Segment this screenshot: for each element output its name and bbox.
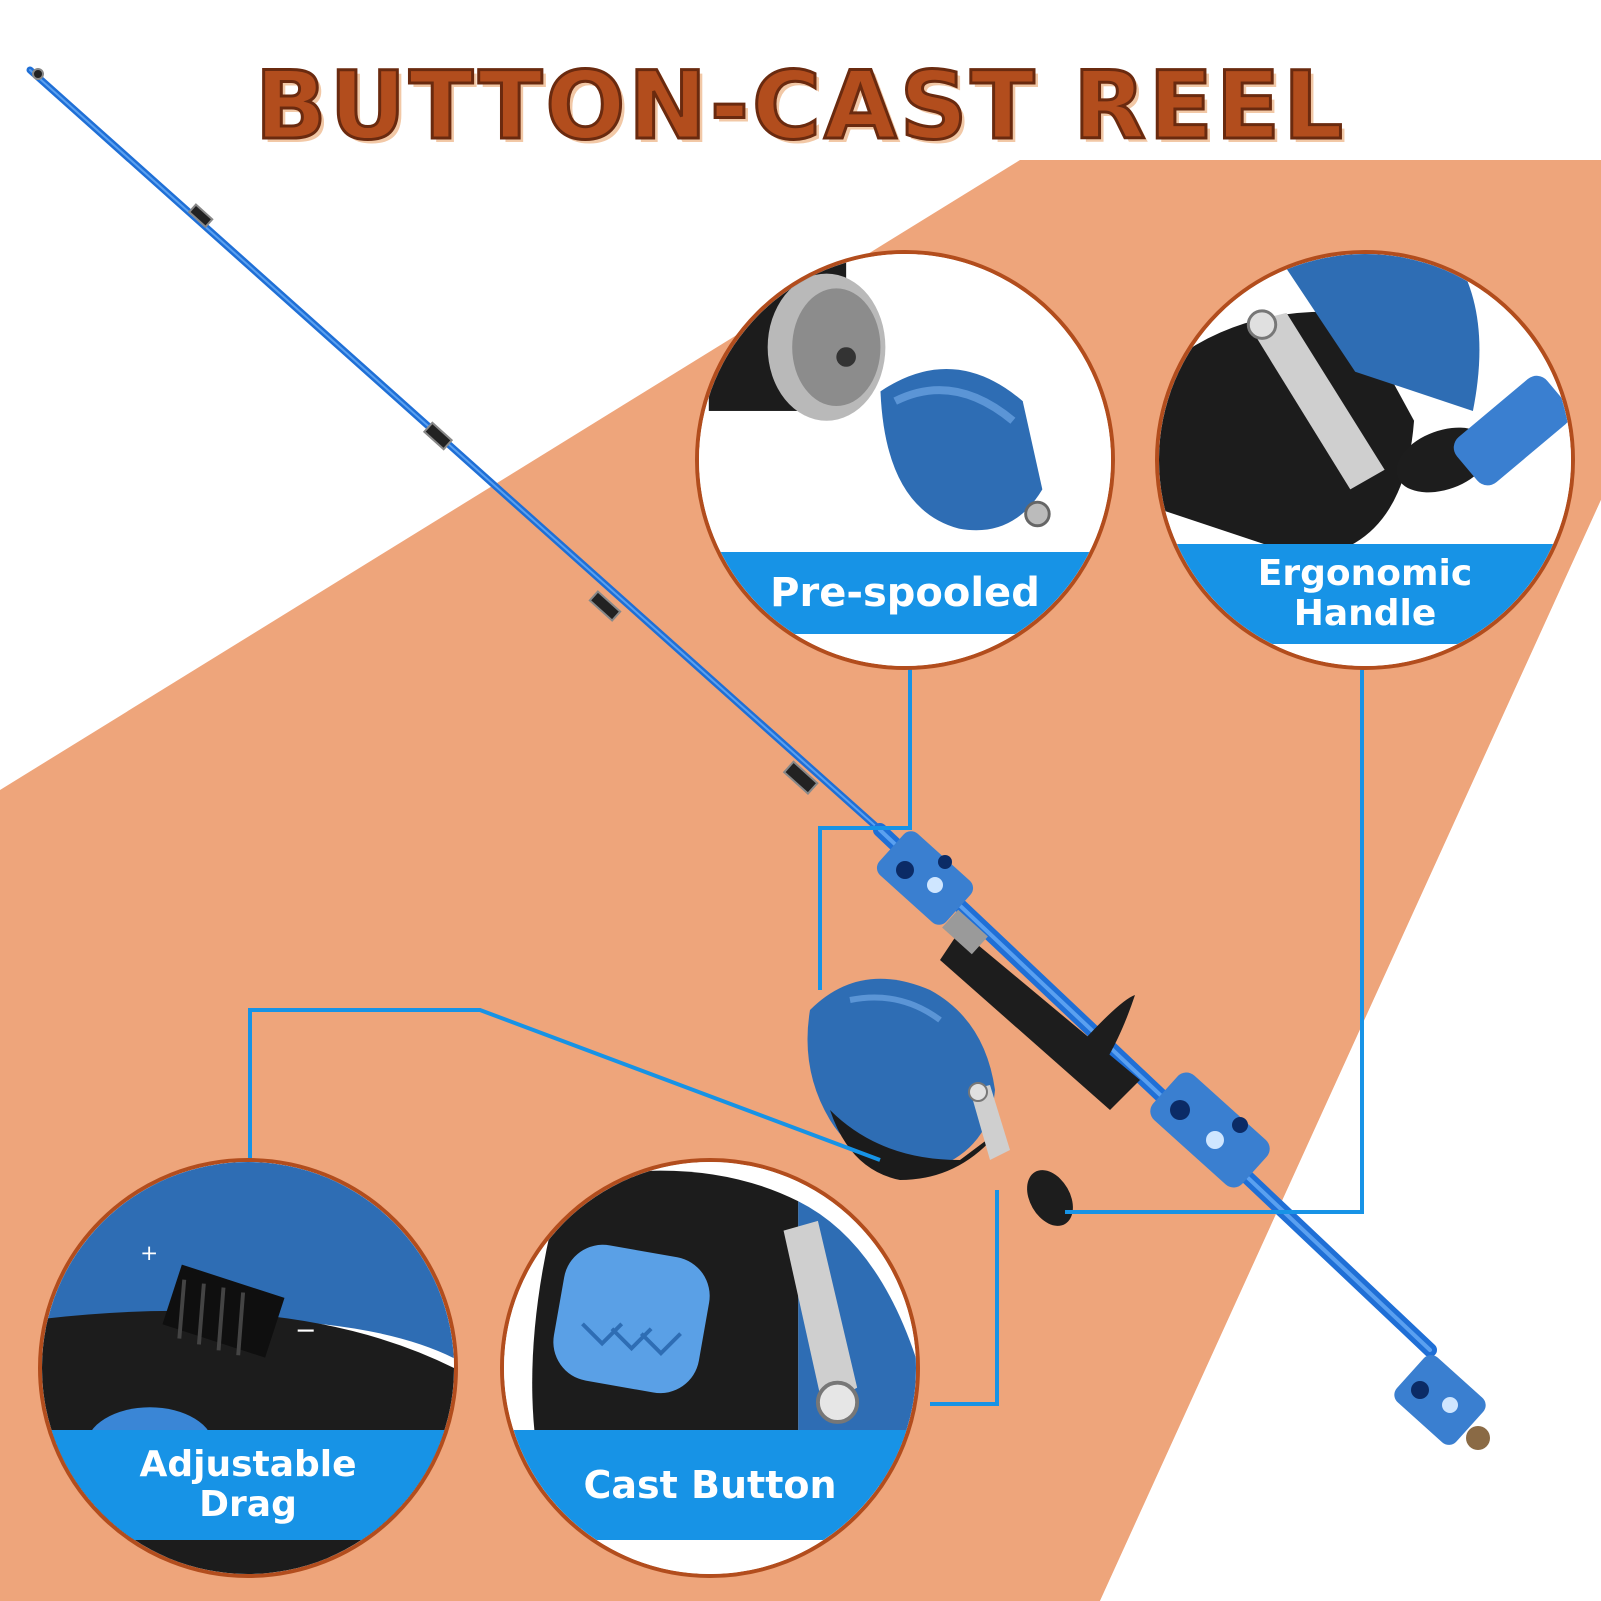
drag-text-line1: Adjustable (139, 1443, 357, 1485)
callout-pre-spooled (818, 663, 912, 990)
cast-button-callout: Cast Button (500, 1158, 920, 1578)
cast-button-label: Cast Button (504, 1430, 916, 1540)
ergonomic-text-line2: Handle (1293, 593, 1437, 634)
headline: BUTTON-CAST REEL (254, 51, 1346, 163)
ergonomic-handle-callout: Ergonomic Handle (1155, 250, 1575, 670)
svg-text:−: − (295, 1316, 316, 1346)
adjustable-drag-label: Adjustable Drag (42, 1430, 454, 1540)
adjustable-drag-callout: + − Adjustable Drag (38, 1158, 458, 1578)
pre-spooled-text: Pre-spooled (770, 569, 1040, 616)
fore-grip (876, 831, 974, 925)
ergonomic-handle-label: Ergonomic Handle (1159, 544, 1571, 644)
svg-text:+: + (140, 1241, 158, 1266)
white-corner (1100, 500, 1601, 1601)
callout-cast (930, 1190, 999, 1406)
rear-grip (1150, 1072, 1270, 1188)
cast-button-text: Cast Button (583, 1462, 837, 1507)
drag-text-line2: Drag (199, 1484, 297, 1525)
pre-spooled-callout: Pre-spooled (695, 250, 1115, 670)
pre-spooled-label: Pre-spooled (699, 552, 1111, 634)
ergonomic-text-line1: Ergonomic (1257, 552, 1473, 594)
callout-drag (248, 1008, 881, 1165)
callout-ergonomic (1065, 664, 1364, 1214)
butt-cap (1394, 1355, 1490, 1450)
